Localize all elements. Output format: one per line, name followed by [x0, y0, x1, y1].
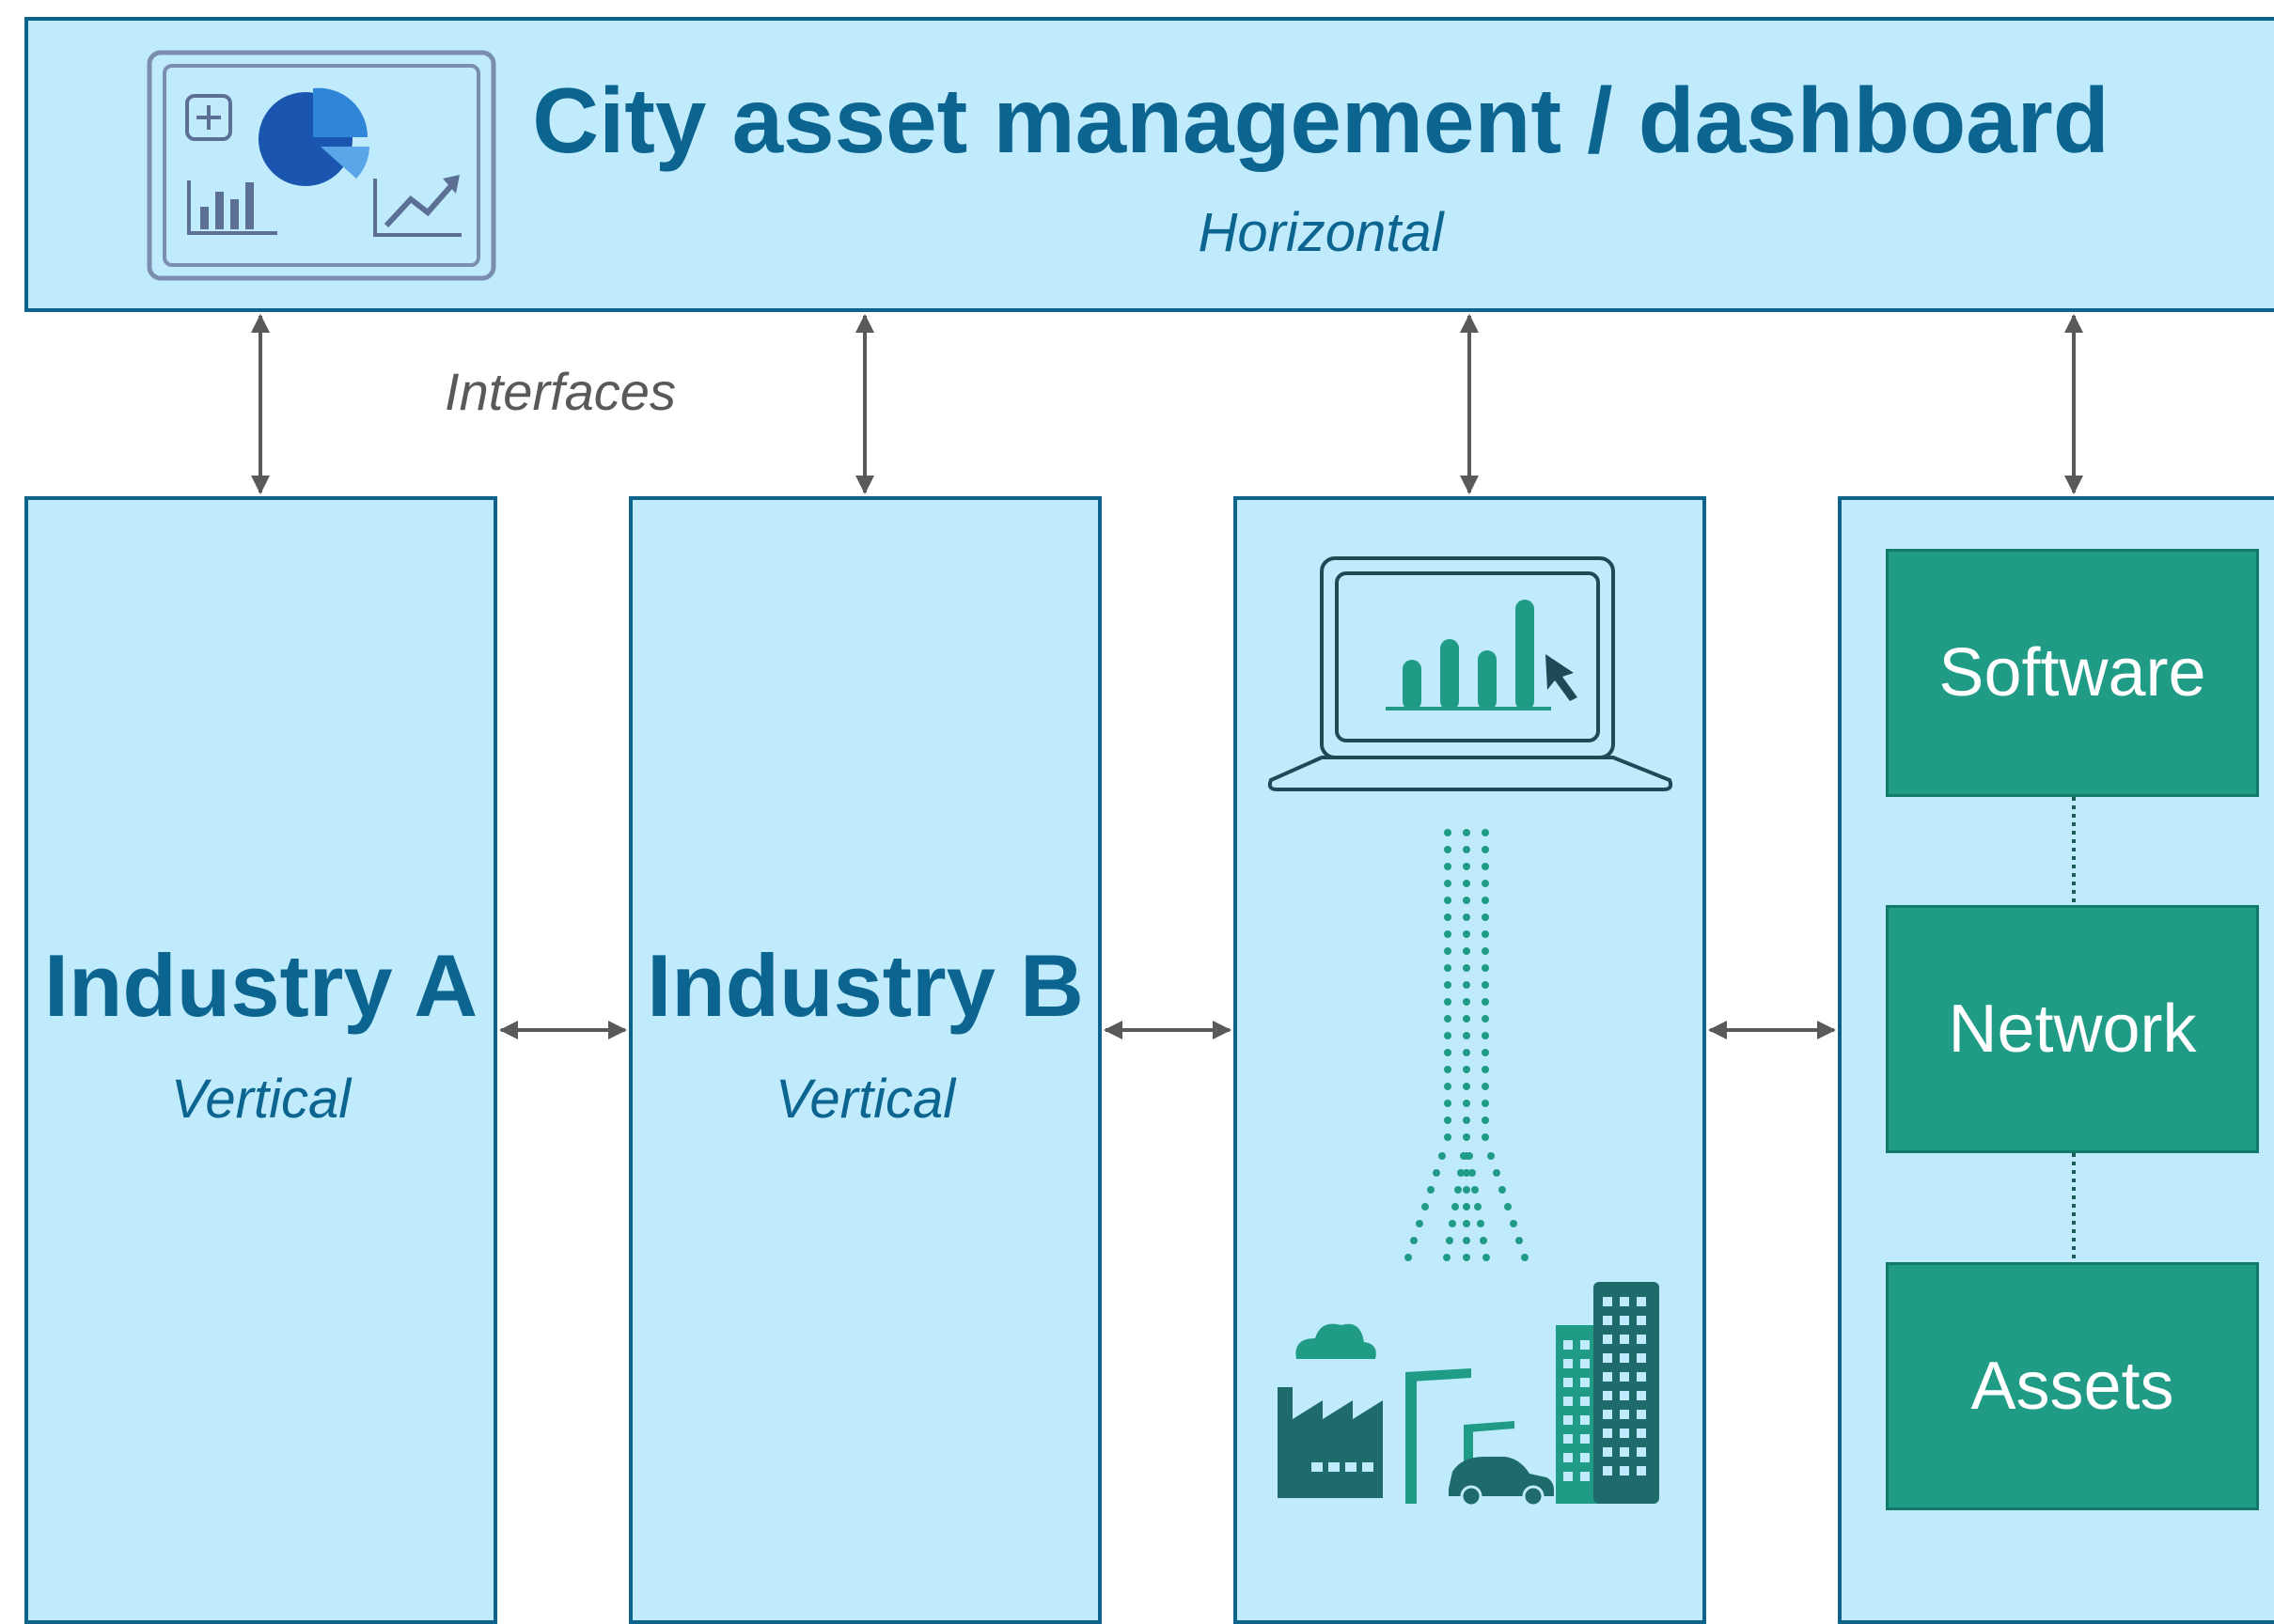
assets-layer: Assets [1886, 1262, 2259, 1510]
dashboard-icon [146, 49, 499, 287]
page-title: City asset management / dashboard [532, 69, 2109, 172]
interfaces-label: Interfaces [445, 362, 676, 421]
data-stream-icon [1391, 820, 1542, 1285]
interface-connectors [251, 314, 2083, 1262]
network-layer: Network [1886, 905, 2259, 1153]
header-subtitle: Horizontal [1198, 202, 1444, 263]
industry-a-panel [24, 496, 497, 1624]
industry-b-subtitle: Vertical [775, 1069, 956, 1130]
city-skyline-icon [1274, 1278, 1669, 1518]
industry-b-panel [629, 496, 1102, 1624]
industry-a-subtitle: Vertical [170, 1069, 352, 1130]
industry-a-title: Industry A [43, 936, 478, 1035]
laptop-chart-icon [1265, 554, 1675, 800]
software-layer: Software [1886, 549, 2259, 797]
industry-b-title: Industry B [647, 936, 1084, 1035]
